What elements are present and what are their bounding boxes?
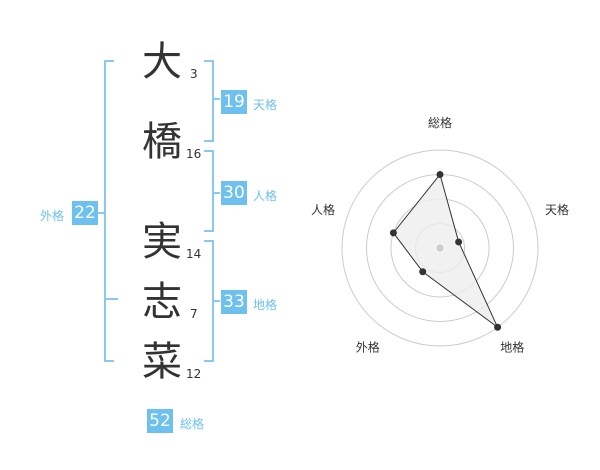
name-char-4: 志 (142, 279, 182, 325)
radar-grid-ring (341, 149, 539, 347)
stroke-count-5: 12 (186, 367, 202, 381)
radar-axis-label-1: 総格 (428, 115, 452, 130)
gaikaku-label: 外格 (40, 209, 65, 223)
radar-point-3 (494, 323, 502, 331)
gaikaku-score: 22 (72, 201, 98, 225)
radar-point-2 (455, 238, 463, 246)
stroke-count-1: 3 (190, 67, 198, 81)
radar-axis-label-5: 人格 (311, 202, 335, 217)
jinkaku-bracket (204, 150, 214, 232)
tenkaku-score: 19 (221, 90, 247, 114)
soukaku-score: 52 (147, 409, 173, 433)
soukaku-label: 総格 (180, 417, 205, 431)
jinkaku-label: 人格 (253, 189, 278, 203)
gaikaku-bracket (104, 60, 114, 362)
name-char-3: 実 (142, 219, 182, 265)
tenkaku-tick (212, 98, 220, 100)
chikaku-score: 33 (221, 290, 247, 314)
gaikaku-inner-tick (104, 298, 118, 300)
stroke-count-3: 14 (186, 247, 202, 261)
name-char-2: 橋 (142, 119, 182, 165)
radar-axis-label-2: 天格 (545, 202, 569, 217)
jinkaku-score: 30 (221, 181, 247, 205)
tenkaku-label: 天格 (253, 98, 278, 112)
stroke-count-2: 16 (186, 147, 202, 161)
name-char-5: 菜 (142, 339, 182, 385)
chikaku-label: 地格 (253, 298, 278, 312)
chikaku-tick (212, 300, 220, 302)
stroke-count-4: 7 (190, 307, 198, 321)
radar-center-dot (436, 244, 444, 252)
radar-point-1 (436, 171, 444, 178)
gaikaku-tick (96, 212, 104, 214)
tenkaku-bracket (204, 60, 214, 142)
name-char-1: 大 (142, 39, 182, 85)
jinkaku-tick (212, 192, 220, 194)
radar-axis-label-4: 外格 (356, 340, 380, 355)
radar-axis-label-3: 地格 (500, 340, 524, 355)
radar-point-5 (389, 229, 397, 237)
radar-polygon (392, 173, 499, 328)
radar-point-4 (419, 268, 427, 276)
